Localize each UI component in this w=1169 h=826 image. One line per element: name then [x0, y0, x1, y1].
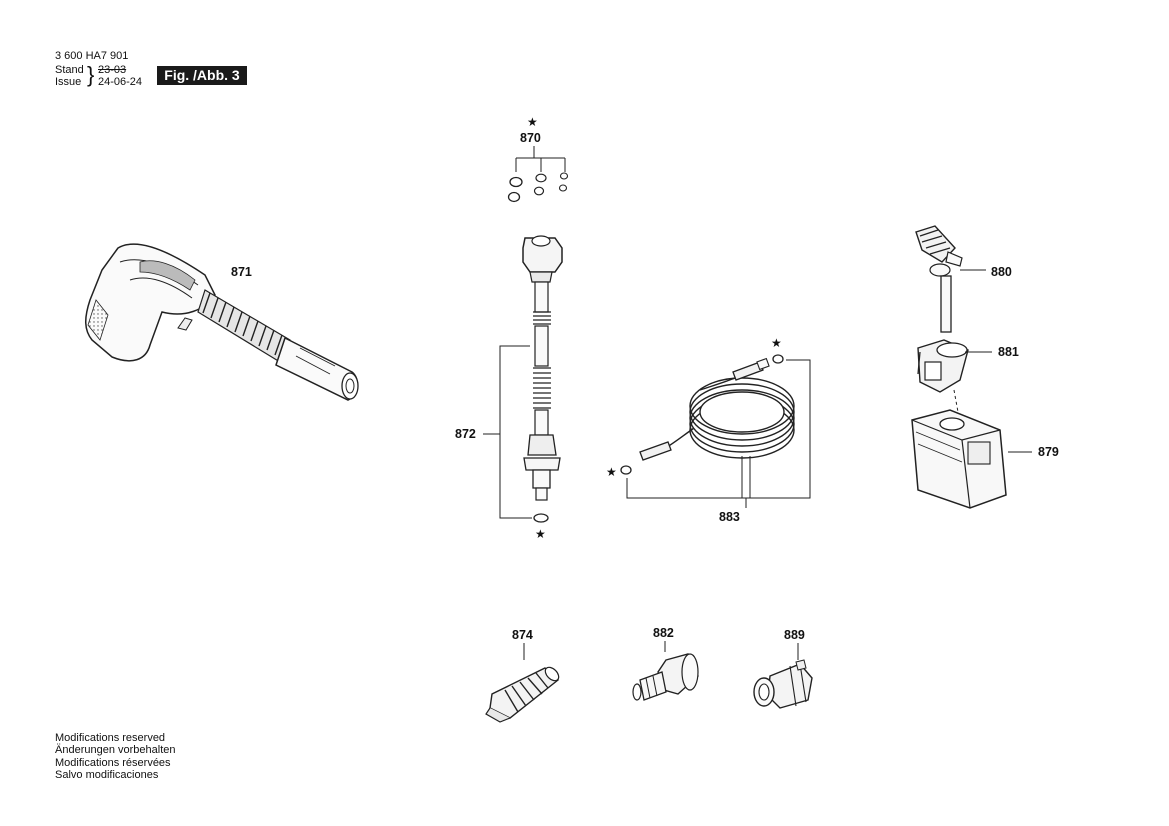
doc-number: 3 600 HA7 901: [55, 50, 129, 62]
stand-label: Stand: [55, 64, 84, 76]
note-fr: Modifications réservées: [55, 756, 171, 769]
part-label-882: 882: [653, 626, 674, 640]
star-symbol-883-top: ★: [771, 336, 782, 350]
issue-label: Issue: [55, 76, 82, 88]
modification-notes: Modifications reserved Änderungen vorbeh…: [55, 732, 175, 781]
bottle-cap-881: 881: [917, 339, 1019, 413]
star-symbol-872: ★: [535, 527, 546, 541]
part-label-870: 870: [520, 131, 541, 145]
part-label-883: 883: [719, 510, 740, 524]
part-label-881: 881: [998, 345, 1019, 359]
part-label-872: 872: [455, 427, 476, 441]
spray-gun-871: 871: [85, 243, 359, 401]
note-de: Änderungen vorbehalten: [55, 744, 176, 757]
detergent-nozzle-880: 880: [915, 225, 1012, 333]
hose-883: ★ ★ 883: [606, 336, 811, 524]
figure-badge: Fig. /Abb. 3: [157, 66, 247, 85]
stand-date: 23-03: [98, 64, 127, 76]
part-label-889: 889: [784, 628, 805, 642]
o-ring-set-870: ★ 870: [507, 115, 569, 203]
note-en: Modifications reserved: [55, 732, 166, 744]
spray-lance-872: ★ 872: [455, 235, 563, 541]
connector-889: 889: [753, 628, 813, 709]
detergent-bottle-879: 879: [911, 409, 1059, 509]
note-es: Salvo modificaciones: [55, 768, 159, 781]
part-label-874: 874: [512, 628, 533, 642]
star-symbol-870: ★: [527, 115, 538, 129]
part-label-880: 880: [991, 265, 1012, 279]
rotary-nozzle-874: 874: [485, 628, 560, 723]
part-label-879: 879: [1038, 445, 1059, 459]
adapter-882: 882: [632, 626, 699, 701]
issue-date: 24-06-24: [98, 76, 143, 88]
part-label-871: 871: [231, 265, 252, 279]
star-symbol-883-bottom: ★: [606, 465, 617, 479]
brace: }: [87, 62, 95, 87]
